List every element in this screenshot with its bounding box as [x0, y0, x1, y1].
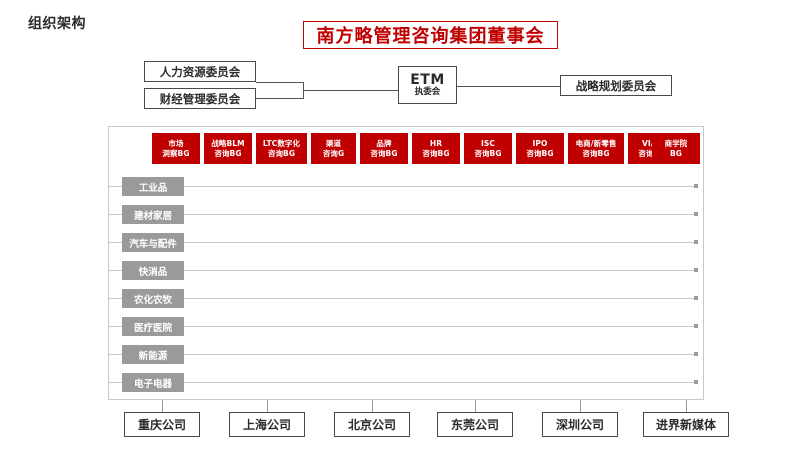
business-group-line2: 咨询BG	[582, 148, 610, 158]
industry-row-label[interactable]: 农化农牧	[122, 289, 184, 308]
committee-label-hr: 人力资源委员会	[159, 64, 241, 79]
industry-row-line	[108, 242, 698, 243]
business-group-cell[interactable]: LTC数字化咨询BG	[256, 133, 307, 164]
business-group-line1: IPO	[532, 138, 548, 148]
business-group-line2: 咨询BG	[474, 148, 502, 158]
industry-row-arrow-icon	[694, 380, 698, 384]
committee-box-strategy[interactable]: 战略规划委员会	[560, 75, 672, 96]
company-box[interactable]: 东莞公司	[437, 412, 513, 437]
company-connector-stem	[267, 400, 268, 412]
industry-row-line	[108, 186, 698, 187]
company-connector-stem	[475, 400, 476, 412]
business-group-cell[interactable]: 市场洞察BG	[152, 133, 200, 164]
etm-title: ETM	[410, 72, 445, 89]
industry-row-label[interactable]: 工业品	[122, 177, 184, 196]
page-title: 组织架构	[28, 16, 86, 32]
business-group-line1: VI/SI	[642, 139, 662, 149]
business-group-line1: LTC数字化	[262, 138, 301, 148]
company-box[interactable]: 重庆公司	[124, 412, 200, 437]
industry-row-arrow-icon	[694, 184, 698, 188]
industry-row-arrow-icon	[694, 212, 698, 216]
industry-row-line	[108, 298, 698, 299]
board-title-label: 南方略管理咨询集团董事会	[316, 26, 545, 47]
industry-row-arrow-icon	[694, 324, 698, 328]
industry-row-line	[108, 270, 698, 271]
business-group-line1: 战略BLM	[211, 138, 245, 148]
business-group-cell[interactable]: 渠道咨询G	[311, 133, 356, 164]
business-group-line1: 品牌	[376, 138, 392, 148]
business-group-line2: 咨询BG	[214, 148, 242, 158]
company-box[interactable]: 北京公司	[334, 412, 410, 437]
company-label: 重庆公司	[137, 418, 186, 432]
business-group-line1: 市场	[168, 138, 184, 148]
company-label: 东莞公司	[450, 418, 499, 432]
company-label: 深圳公司	[555, 418, 604, 432]
business-group-line1: 电商/新零售	[575, 138, 617, 148]
business-group-line2: 咨询BG	[638, 149, 665, 159]
business-group-line2: 咨询BG	[370, 148, 398, 158]
industry-row-line	[108, 354, 698, 355]
company-box[interactable]: 深圳公司	[542, 412, 618, 437]
business-group-line2: 咨询BG	[267, 148, 296, 158]
company-connector-stem	[580, 400, 581, 412]
matrix-container	[108, 126, 704, 400]
connector-etm-to-strategy	[457, 86, 561, 87]
company-label: 进界新媒体	[655, 418, 716, 432]
industry-row-arrow-icon	[694, 240, 698, 244]
business-group-cell[interactable]: 品牌咨询BG	[360, 133, 408, 164]
company-box[interactable]: 进界新媒体	[643, 412, 729, 437]
industry-row-label[interactable]: 汽车与配件	[122, 233, 184, 252]
committee-label-finance: 财经管理委员会	[159, 91, 241, 106]
company-label: 北京公司	[347, 418, 396, 432]
industry-row-line	[108, 214, 698, 215]
industry-row-line	[108, 326, 698, 327]
connector-hr-horizontal	[256, 82, 304, 83]
etm-box[interactable]: ETM 执委会	[398, 66, 457, 104]
board-title-box: 南方略管理咨询集团董事会	[303, 21, 558, 49]
connector-finance-horizontal	[256, 98, 304, 99]
industry-row-label[interactable]: 新能源	[122, 345, 184, 364]
industry-row-label[interactable]: 快消品	[122, 261, 184, 280]
etm-subtitle: 执委会	[414, 87, 441, 98]
company-box[interactable]: 上海公司	[229, 412, 305, 437]
business-group-line2: BG	[669, 148, 683, 158]
industry-row-arrow-icon	[694, 268, 698, 272]
company-connector-stem	[686, 400, 687, 412]
company-connector-stem	[372, 400, 373, 412]
committee-label-strategy: 战略规划委员会	[575, 78, 657, 93]
industry-row-arrow-icon	[694, 352, 698, 356]
business-group-line1: 商学院	[664, 138, 688, 148]
industry-row-label[interactable]: 电子电器	[122, 373, 184, 392]
business-group-line1: HR	[429, 138, 443, 148]
industry-row-label[interactable]: 医疗医院	[122, 317, 184, 336]
business-group-line2: 咨询G	[322, 148, 345, 158]
business-group-line2: 咨询BG	[422, 148, 450, 158]
business-group-cell[interactable]: 电商/新零售咨询BG	[568, 133, 624, 164]
industry-row-label[interactable]: 建材家居	[122, 205, 184, 224]
business-group-line1: 渠道	[325, 138, 342, 148]
industry-row-arrow-icon	[694, 296, 698, 300]
committee-box-finance[interactable]: 财经管理委员会	[144, 88, 256, 109]
business-group-line2: 洞察BG	[162, 148, 190, 158]
company-label: 上海公司	[242, 418, 291, 432]
industry-row-line	[108, 382, 698, 383]
company-connector-stem	[162, 400, 163, 412]
committee-box-hr[interactable]: 人力资源委员会	[144, 61, 256, 82]
business-group-line1: ISC	[481, 138, 495, 148]
business-group-line2: 咨询BG	[526, 148, 554, 158]
connector-committee-to-etm	[303, 90, 399, 91]
